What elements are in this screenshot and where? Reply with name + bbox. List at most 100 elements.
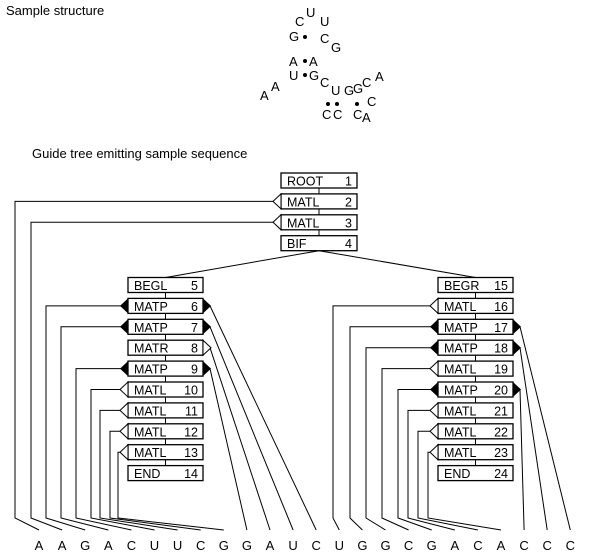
sequence-letter: A xyxy=(266,538,275,553)
node-type: MATL xyxy=(444,425,476,439)
node-box xyxy=(437,464,514,482)
node-type: END xyxy=(444,467,470,481)
sequence-letter: A xyxy=(497,538,506,553)
node-number: 17 xyxy=(494,321,508,335)
emission-line xyxy=(99,409,178,531)
sequence-letter: C xyxy=(196,538,205,553)
emission-line xyxy=(209,326,294,531)
tree-node: MATL 22 xyxy=(429,422,514,440)
left-emit-arrow xyxy=(120,298,128,314)
structure-letter: A xyxy=(309,54,318,69)
base-pair-dot xyxy=(303,35,307,39)
emission-line xyxy=(60,326,121,531)
node-type: ROOT xyxy=(287,175,323,189)
node-number: 2 xyxy=(345,195,352,209)
sequence-letter: G xyxy=(427,538,437,553)
left-emit-arrow xyxy=(429,422,439,440)
structure-letter: C xyxy=(320,75,329,90)
node-type: MATR xyxy=(134,342,169,356)
left-emit-arrow xyxy=(119,380,129,399)
node-type: MATL xyxy=(287,216,319,230)
base-pair-dot xyxy=(303,73,307,77)
structure-letter: G xyxy=(331,40,341,55)
sequence-letter: C xyxy=(566,538,575,553)
structure-letter: A xyxy=(289,54,298,69)
emission-line xyxy=(30,221,274,531)
emission-line xyxy=(75,368,132,531)
node-type: MATP xyxy=(134,321,168,335)
node-type: MATP xyxy=(134,300,168,314)
node-number: 23 xyxy=(494,446,508,460)
structure-caption: Sample structure xyxy=(6,3,105,18)
node-box xyxy=(280,235,358,252)
tree-node: MATL 19 xyxy=(429,359,514,378)
structure-letter: C xyxy=(367,94,376,109)
base-pair-dot xyxy=(303,59,307,63)
sequence-letter: U xyxy=(335,538,344,553)
structure-letter: U xyxy=(331,83,340,98)
node-type: MATP xyxy=(444,342,478,356)
node-number: 22 xyxy=(494,425,508,439)
left-emit-arrow xyxy=(430,319,438,335)
structure-letter: A xyxy=(271,79,280,94)
node-type: MATL xyxy=(444,446,476,460)
node-type: BEGR xyxy=(444,279,479,293)
emission-line xyxy=(381,368,431,531)
tree-edge xyxy=(318,250,476,278)
node-type: MATL xyxy=(134,446,166,460)
structure-letter: G xyxy=(309,68,319,83)
right-emit-arrow xyxy=(203,319,211,335)
node-number: 3 xyxy=(345,216,352,230)
left-emit-arrow xyxy=(120,319,128,335)
node-type: MATL xyxy=(444,363,476,377)
node-type: BIF xyxy=(287,237,307,251)
sequence-letter: A xyxy=(58,538,67,553)
node-type: MATP xyxy=(444,321,478,335)
structure-letter: G xyxy=(289,29,299,44)
tree-node: MATL 23 xyxy=(429,443,514,461)
emission-line xyxy=(109,430,201,531)
structure-letter: C xyxy=(333,107,342,122)
sequence-letter: C xyxy=(127,538,136,553)
node-number: 12 xyxy=(184,425,198,439)
sequence-letter: U xyxy=(288,538,297,553)
tree-node: MATP 7 xyxy=(120,318,211,335)
structure-letter: C xyxy=(362,75,371,90)
tree-node: BIF 4 xyxy=(280,235,358,252)
right-emit-arrow xyxy=(203,298,211,314)
node-type: MATL xyxy=(444,404,476,418)
node-number: 14 xyxy=(184,467,198,481)
node-number: 20 xyxy=(494,384,508,398)
node-number: 4 xyxy=(345,237,352,251)
left-emit-arrow xyxy=(429,443,439,461)
emission-line xyxy=(397,389,432,531)
structure-letter: A xyxy=(362,110,371,125)
emission-line xyxy=(519,326,571,531)
sequence-letter: G xyxy=(219,538,229,553)
emission-line xyxy=(45,305,121,531)
structure-letter: U xyxy=(306,5,315,20)
node-number: 13 xyxy=(184,446,198,460)
emission-line xyxy=(519,389,525,531)
structure-letter: A xyxy=(375,69,384,84)
structure-letter: U xyxy=(320,14,329,29)
left-emit-arrow xyxy=(272,192,282,211)
node-number: 19 xyxy=(494,363,508,377)
sequence-letter: C xyxy=(312,538,321,553)
node-type: BEGL xyxy=(134,279,167,293)
right-emit-arrow xyxy=(513,340,521,356)
sequence-letter: G xyxy=(357,538,367,553)
node-number: 7 xyxy=(191,321,198,335)
left-emit-arrow xyxy=(430,340,438,356)
